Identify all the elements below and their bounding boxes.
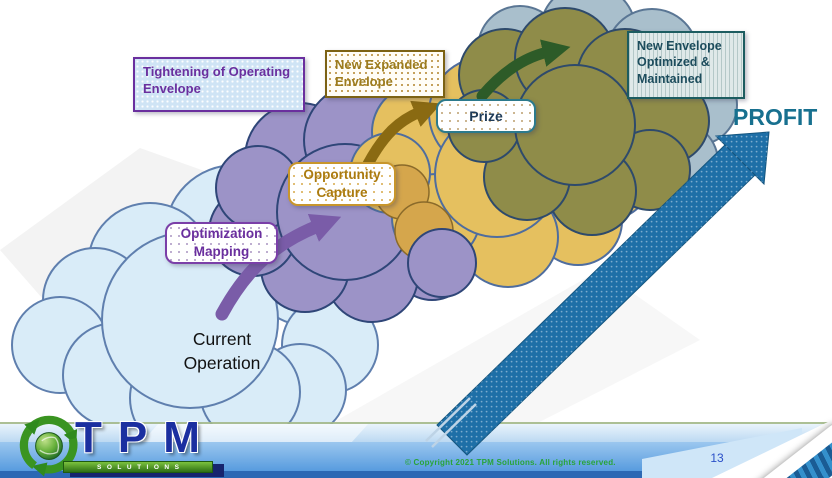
prize-label: Prize [436,99,536,133]
new-expanded-envelope-box: New Expanded Envelope [325,50,445,98]
tightening-envelope-box: Tightening of Operating Envelope [133,57,305,112]
logo-subtitle-bar: SOLUTIONS [63,461,213,473]
optimized-arrow [476,39,571,102]
profit-arrow [425,131,770,456]
tpm-solutions-logo: TPM SOLUTIONS [0,408,260,478]
profit-label: PROFIT [733,104,818,130]
current-operation-label: Current Operation [183,329,261,373]
new-envelope-optimized-box: New Envelope Optimized & Maintained [627,31,745,99]
page-number: 13 [710,451,724,465]
copyright-text: © Copyright 2021 TPM Solutions. All righ… [405,458,616,467]
opportunity-arrow [362,100,442,170]
optimization-mapping-label: Optimization Mapping [165,222,278,264]
logo-title: TPM [75,413,216,462]
logo-subtitle: SOLUTIONS [97,463,185,471]
opportunity-capture-label: Opportunity Capture [288,162,396,206]
optimization-cloud-front-bump [407,228,477,298]
